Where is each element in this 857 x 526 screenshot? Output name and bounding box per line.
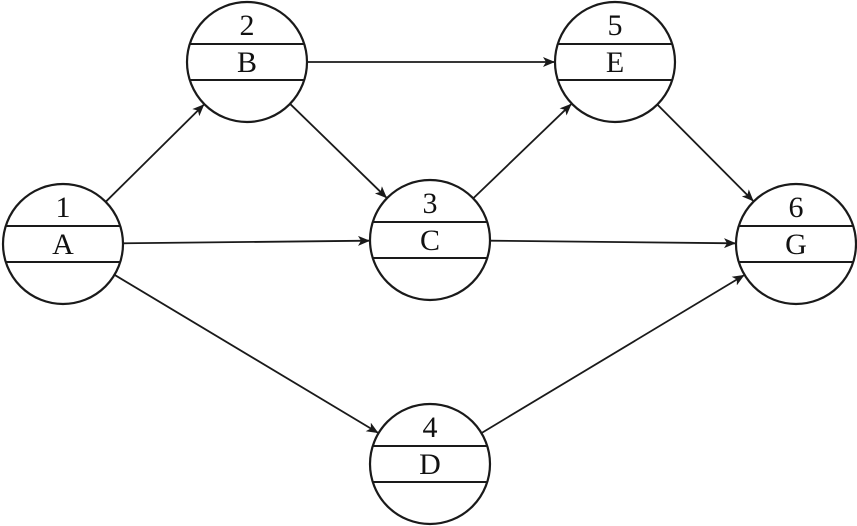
node-label: A [52, 228, 74, 261]
edge-1-to-2 [105, 104, 205, 203]
node-circle [368, 178, 492, 302]
node-number: 4 [423, 411, 438, 444]
node-circle [368, 402, 492, 526]
edges [105, 57, 754, 434]
node-circle [734, 182, 857, 306]
edge-4-to-6 [480, 274, 745, 434]
node-number: 2 [240, 9, 255, 42]
node-circle [185, 0, 309, 124]
node-number: 5 [608, 9, 623, 42]
edge-1-to-4 [114, 274, 379, 434]
node-label: G [785, 228, 807, 261]
node-circle [553, 0, 677, 124]
edge-2-to-3 [289, 103, 388, 199]
node-label: E [606, 46, 624, 79]
edge-1-to-3 [122, 235, 370, 246]
node-circle [1, 182, 125, 306]
node-number: 6 [789, 191, 804, 224]
node-3: 3C [368, 178, 492, 302]
node-number: 3 [423, 187, 438, 220]
edge-5-to-6 [656, 103, 754, 202]
node-5: 5E [553, 0, 677, 124]
node-2: 2B [185, 0, 309, 124]
node-4: 4D [368, 402, 492, 526]
node-6: 6G [734, 182, 857, 306]
node-label: D [419, 448, 441, 481]
node-1: 1A [1, 182, 125, 306]
edge-3-to-5 [472, 103, 572, 200]
node-number: 1 [56, 191, 71, 224]
node-label: C [420, 224, 440, 257]
edge-3-to-6 [489, 238, 736, 249]
node-label: B [237, 46, 257, 79]
